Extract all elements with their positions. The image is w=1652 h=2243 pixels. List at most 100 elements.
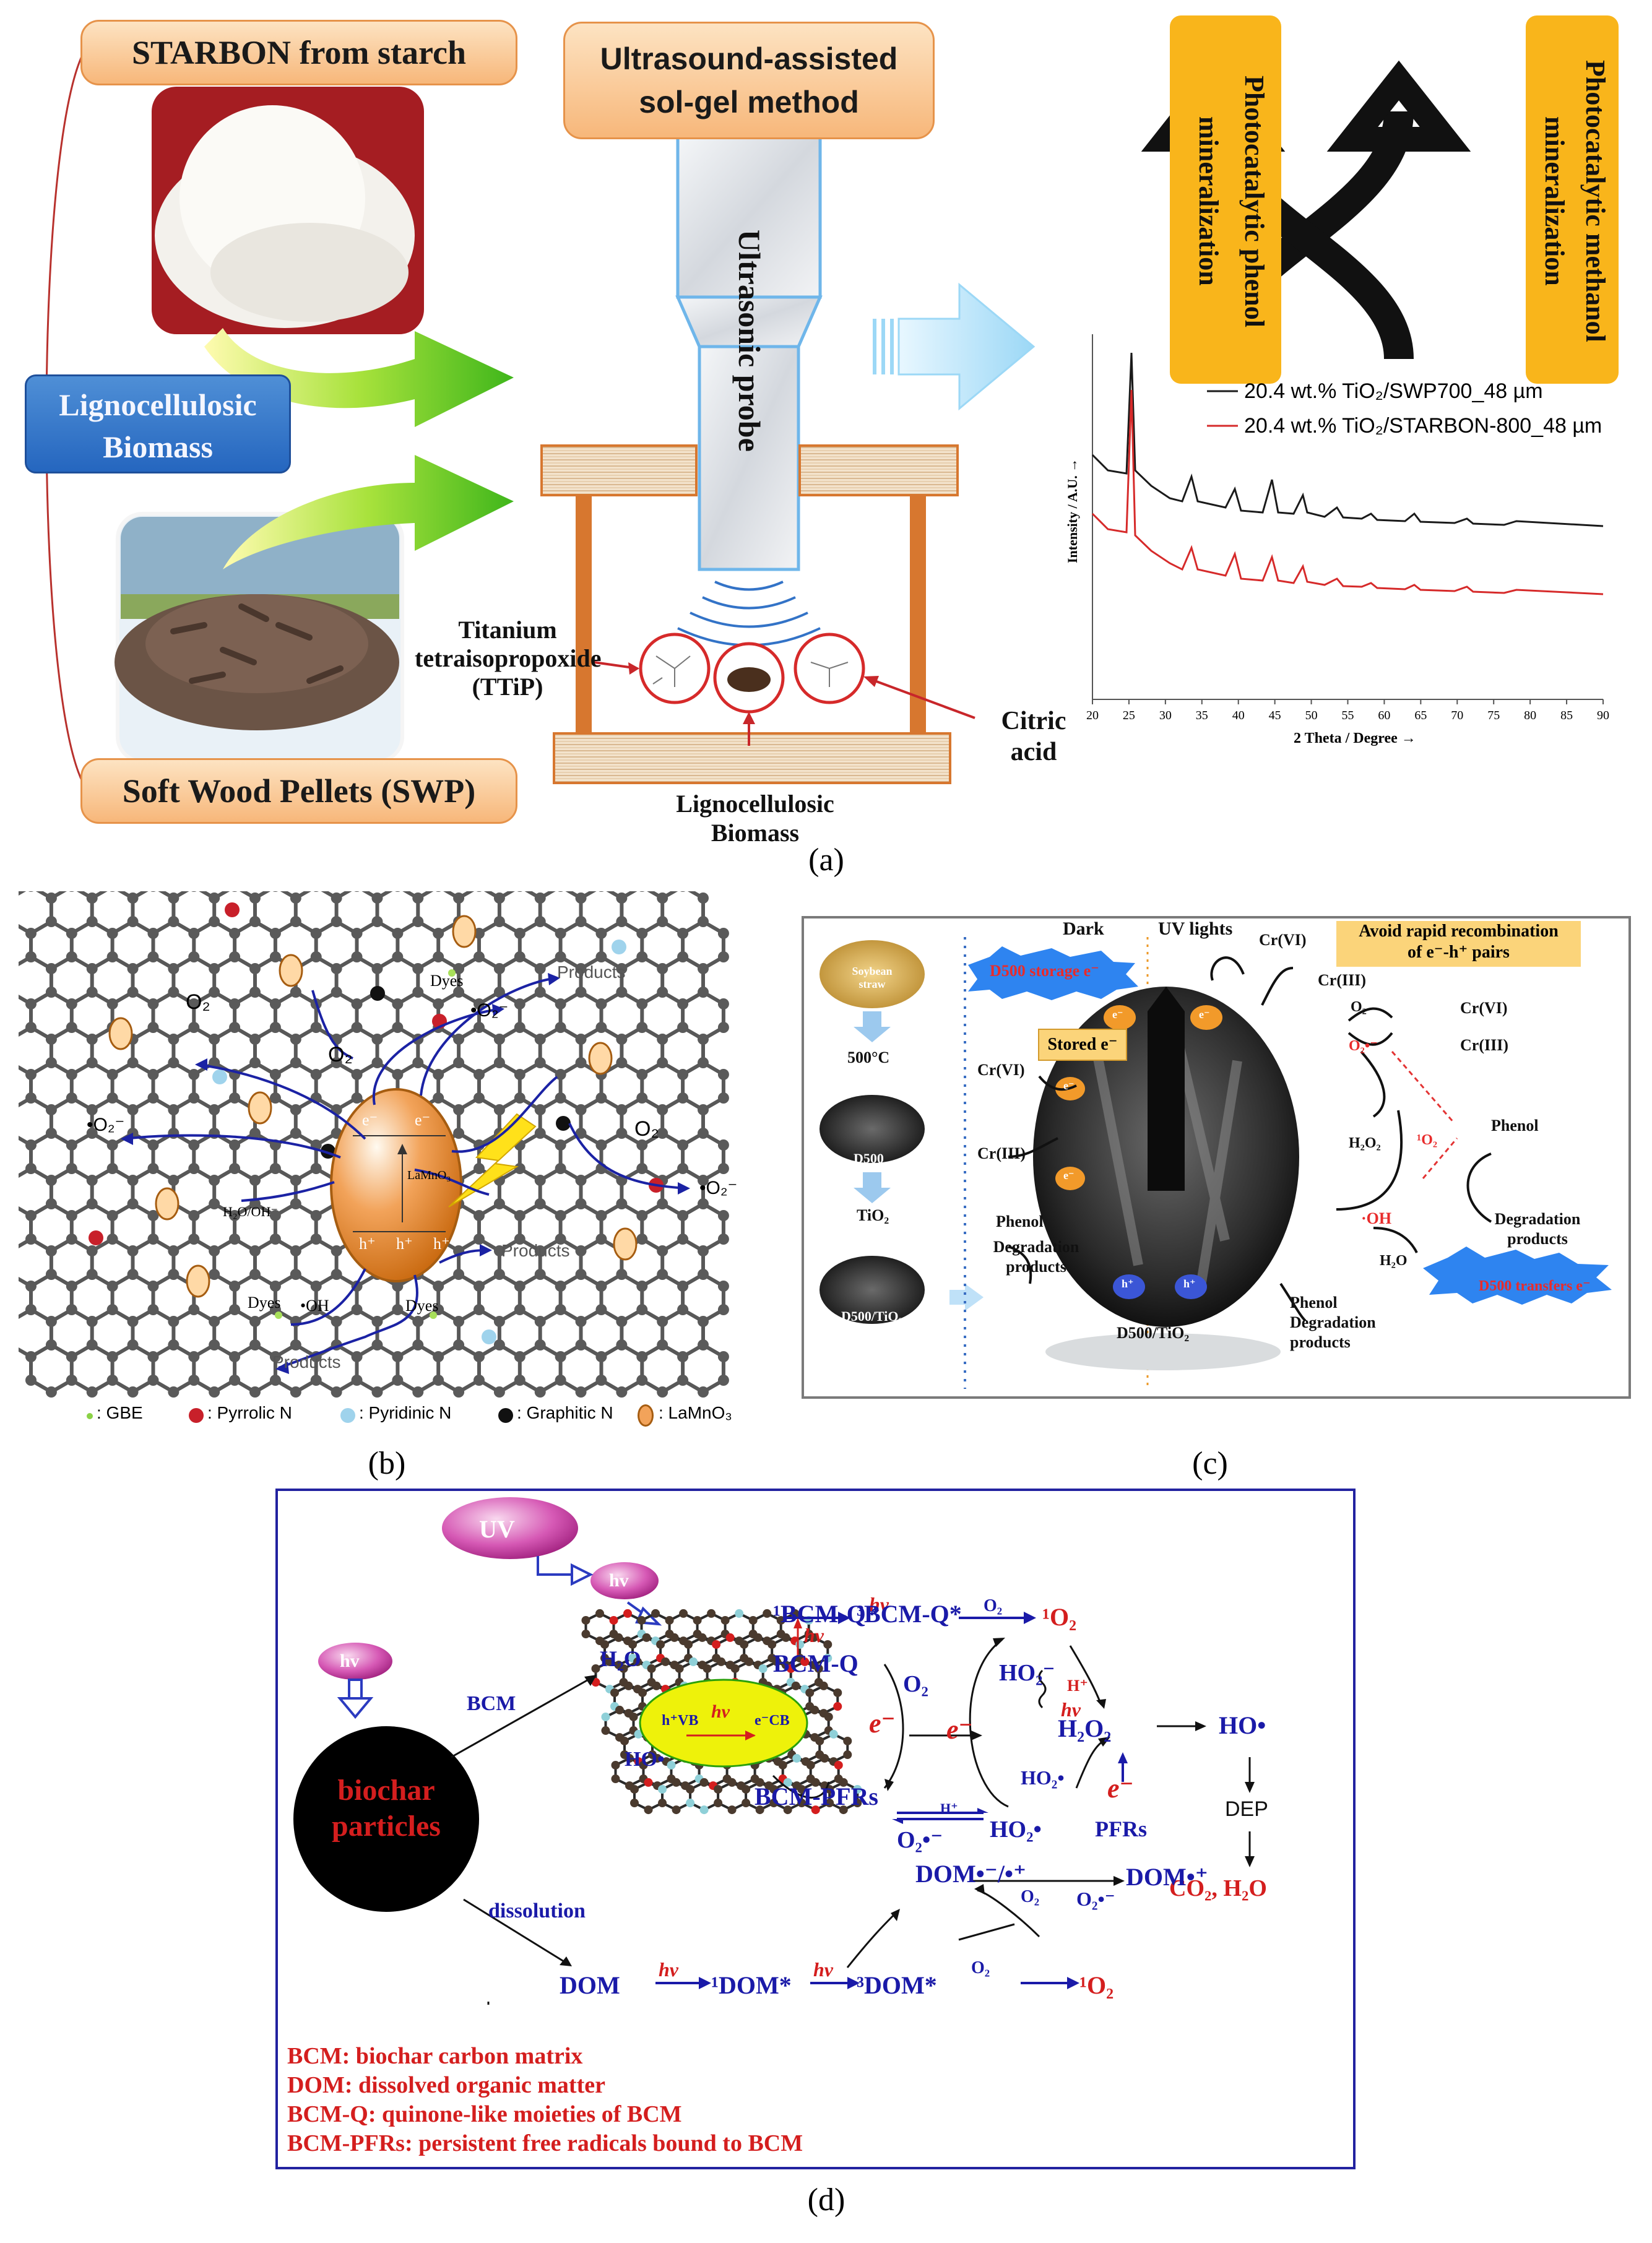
b-h2o-oh: H₂O/OH⁻ — [223, 1204, 278, 1219]
carbon-atom — [331, 963, 342, 974]
carbon-atom — [290, 892, 301, 904]
carbon-atom — [209, 1339, 220, 1351]
bcm-atom — [748, 1615, 758, 1625]
carbon-atom — [331, 916, 342, 927]
carbon-atom — [717, 1304, 729, 1315]
carbon-atom — [575, 892, 587, 904]
bcm-atom — [781, 1633, 790, 1642]
carbon-atom — [453, 1057, 465, 1068]
carbon-atom — [697, 1339, 709, 1351]
carbon-atom — [331, 1269, 342, 1280]
phenol-box — [1170, 15, 1281, 384]
ultrasound-title: Ultrasound-assisted sol-gel method — [563, 22, 935, 139]
carbon-atom — [127, 1104, 139, 1115]
ttip-line3: (TTiP) — [472, 673, 543, 701]
bcm-atom — [712, 1640, 721, 1649]
carbon-atom — [168, 1245, 179, 1256]
d-o2-mid: O₂ — [903, 1671, 928, 1697]
d-ho-rad-right: HO• — [1219, 1711, 1266, 1739]
bcm-atom — [823, 1654, 832, 1663]
c-tio2: TiO₂ — [857, 1206, 889, 1224]
bcm-atom — [768, 1640, 777, 1649]
carbon-atom — [209, 892, 220, 904]
c-o2-rad: O₂•⁻ — [1349, 1038, 1378, 1054]
carbon-atom — [25, 1163, 37, 1174]
carbon-atom — [616, 963, 628, 974]
bcm-atom — [672, 1778, 681, 1787]
b-oh-rad: •OH — [300, 1297, 329, 1315]
carbon-atom — [555, 1092, 566, 1104]
carbon-atom — [106, 928, 118, 939]
b-legend: : GBE : Pyrrolic N : Pyridinic N : Graph… — [87, 1402, 737, 1433]
bcm-atom — [665, 1615, 674, 1625]
carbon-atom — [636, 951, 648, 962]
carbon-atom — [697, 1175, 709, 1186]
carbon-atom — [290, 916, 301, 927]
carbon-atom — [86, 1128, 98, 1139]
carbon-atom — [229, 1092, 241, 1104]
carbon-atom — [616, 1104, 628, 1115]
carbon-atom — [517, 891, 522, 892]
carbon-atom — [392, 1069, 404, 1080]
carbon-atom — [86, 1034, 98, 1045]
carbon-atom — [127, 1339, 139, 1351]
xrd-series-swp — [1091, 352, 1604, 527]
c-deg-bottom-1: Degradation — [1290, 1313, 1376, 1331]
carbon-atom — [575, 1339, 587, 1351]
carbon-atom — [473, 1375, 485, 1386]
carbon-atom — [310, 1163, 322, 1174]
d-hv-5: hv — [1061, 1698, 1081, 1721]
xrd-tick-label: 70 — [1451, 709, 1463, 722]
carbon-atom — [310, 1069, 322, 1080]
bcm-atom — [783, 1778, 792, 1787]
carbon-atom — [534, 1175, 546, 1186]
legend-graphitic: : Graphitic N — [517, 1403, 613, 1422]
carbon-atom — [106, 1139, 118, 1151]
d-o2-low-2: O₂ — [971, 1958, 990, 1977]
hv-bubble-1 — [590, 1562, 659, 1599]
carbon-atom — [514, 951, 525, 962]
carbon-atom — [555, 1351, 566, 1362]
bcm-atom — [839, 1805, 848, 1815]
methanol-line2: mineralization — [1539, 116, 1570, 286]
carbon-atom — [575, 987, 587, 998]
c-soybean: Soybean straw — [852, 965, 893, 990]
bcm-atom — [656, 1640, 665, 1649]
carbon-atom — [127, 1316, 139, 1327]
carbon-atom — [616, 1269, 628, 1280]
xrd-tick-label: 30 — [1159, 709, 1172, 722]
carbon-atom — [310, 1281, 322, 1292]
carbon-atom — [25, 1234, 37, 1245]
b-electron-2: e⁻ — [415, 1111, 431, 1129]
ttip-line2: tetraisopropoxide — [415, 644, 602, 672]
carbon-atom — [229, 1375, 241, 1386]
panel-b: O₂ O₂ O₂ •O₂⁻ •O₂⁻ •O₂⁻ Dyes Dyes Dyes P… — [19, 891, 761, 1448]
bcm-atom — [769, 1784, 779, 1794]
carbon-atom — [717, 1351, 729, 1362]
carbon-atom — [534, 963, 546, 974]
bcm-atom — [667, 1760, 676, 1770]
carbon-atom — [168, 916, 179, 927]
c-phenol-right: Phenol — [1491, 1117, 1539, 1134]
carbon-atom — [86, 1245, 98, 1256]
carbon-atom — [473, 1304, 485, 1315]
c-degradation-left: Degradation products — [984, 1237, 1089, 1277]
carbon-atom — [575, 1198, 587, 1209]
carbon-atom — [636, 1351, 648, 1362]
carbon-atom — [351, 1375, 363, 1386]
d-o2-low-1: O₂ — [1021, 1887, 1040, 1906]
carbon-atom — [534, 1128, 546, 1139]
carbon-atom — [595, 928, 607, 939]
carbon-atom — [392, 928, 404, 939]
carbon-atom — [147, 1163, 159, 1174]
carbon-atom — [636, 1281, 648, 1292]
xrd-tick-label: 40 — [1232, 709, 1245, 722]
carbon-atom — [86, 1175, 98, 1186]
carbon-atom — [45, 963, 57, 974]
legend-pyrrolic-icon — [189, 1408, 204, 1423]
c-deg-left-1: Degradation — [993, 1238, 1079, 1256]
carbon-atom — [595, 1375, 607, 1386]
carbon-atom — [106, 1234, 118, 1245]
carbon-atom — [191, 891, 197, 892]
b-electron: e⁻ — [362, 1111, 378, 1129]
